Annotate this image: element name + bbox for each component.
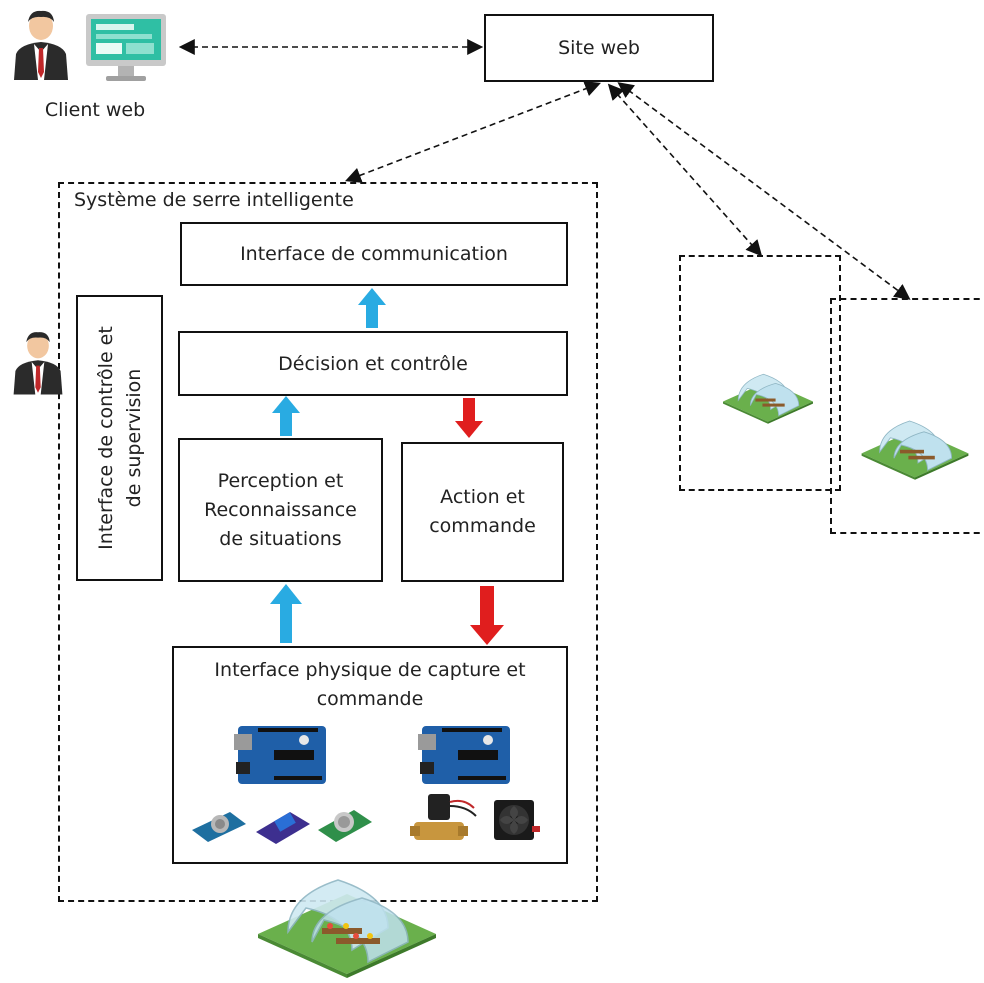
- operator-user-icon: [10, 328, 66, 396]
- remote-greenhouse-1: [679, 255, 841, 491]
- arrow-up-perception: [270, 584, 302, 643]
- sensor-module-icon: [254, 806, 312, 846]
- arrow-up-decision: [272, 396, 300, 436]
- action-command-box: Action et commande: [401, 442, 564, 582]
- communication-interface-label: Interface de communication: [240, 243, 508, 265]
- physical-label-line2: commande: [316, 688, 424, 710]
- solenoid-valve-icon: [408, 792, 480, 850]
- supervision-label-line1: Interface de contrôle et: [94, 326, 117, 550]
- supervision-label-line2: de supervision: [122, 368, 145, 508]
- greenhouse-icon: [858, 416, 972, 480]
- perception-label-line1: Perception et: [217, 469, 344, 492]
- sensor-module-icon: [190, 806, 248, 846]
- site-web-label: Site web: [558, 37, 640, 59]
- system-title: Système de serre intelligente: [74, 189, 354, 211]
- greenhouse-icon: [720, 368, 816, 426]
- supervision-interface-box: Interface de contrôle et de supervision: [76, 295, 163, 581]
- action-label-line2: commande: [429, 515, 536, 537]
- sensor-module-icon: [316, 804, 374, 846]
- perception-label-line3: de situations: [219, 527, 342, 550]
- site-web-box: Site web: [484, 14, 714, 82]
- physical-label-line1: Interface physique de capture et: [214, 659, 526, 681]
- arrow-up-communication: [358, 288, 386, 328]
- client-user-icon: [10, 8, 72, 80]
- arrow-down-action: [455, 398, 483, 438]
- action-label-line1: Action et: [440, 486, 525, 508]
- arrow-down-physical: [470, 586, 504, 645]
- supervision-interface-text: Interface de contrôle et de supervision: [92, 298, 148, 578]
- arduino-board-icon: [234, 722, 330, 788]
- decision-control-label: Décision et contrôle: [278, 352, 468, 375]
- perception-label-line2: Reconnaissance: [204, 498, 357, 521]
- fan-icon: [492, 798, 542, 844]
- arduino-board-icon: [418, 722, 514, 788]
- remote-greenhouse-2: [830, 298, 984, 534]
- communication-interface-box: Interface de communication: [180, 222, 568, 286]
- greenhouse-icon: [252, 872, 442, 978]
- client-web-label: Client web: [44, 99, 146, 121]
- decision-control-box: Décision et contrôle: [178, 331, 568, 396]
- monitor-icon: [84, 12, 168, 84]
- connector-site-greenhouse-1: [607, 83, 763, 257]
- connector-site-system: [345, 81, 601, 183]
- perception-box: Perception et Reconnaissance de situatio…: [178, 438, 383, 582]
